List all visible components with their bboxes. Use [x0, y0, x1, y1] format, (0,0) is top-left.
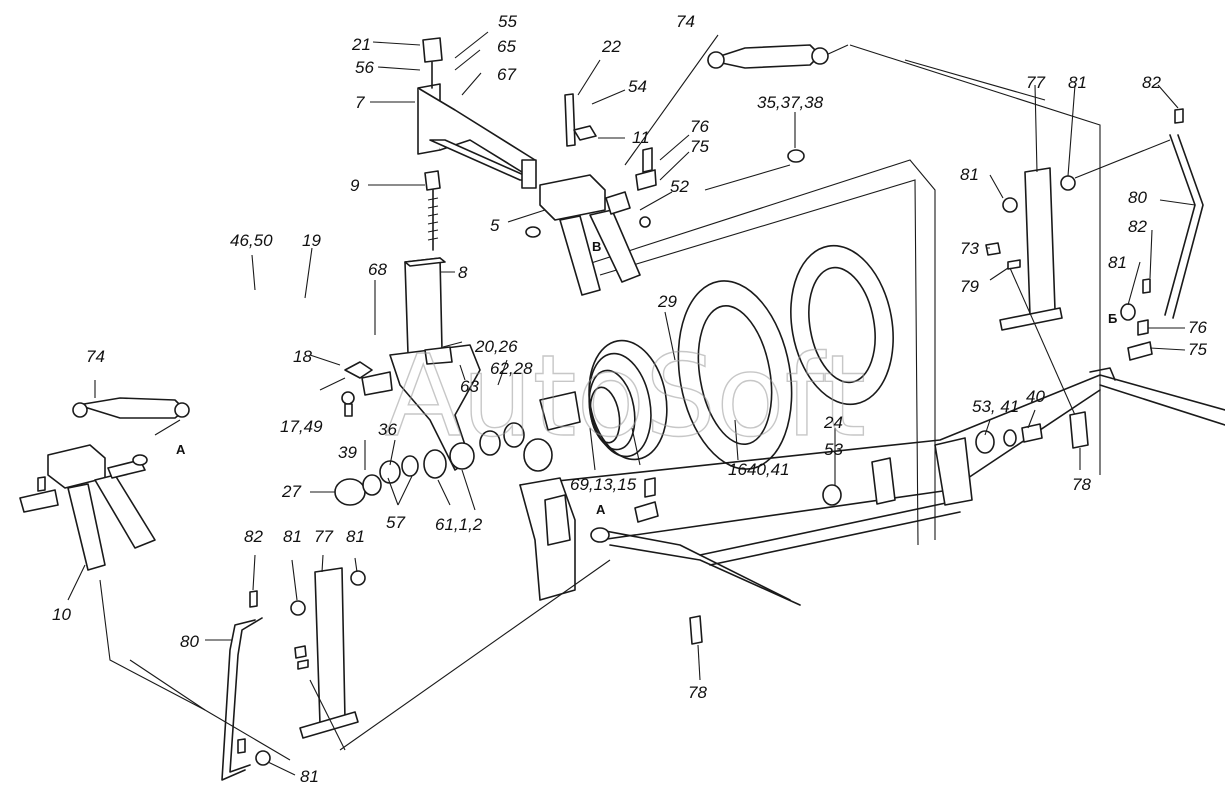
- label-8: 8: [458, 263, 468, 282]
- label-67: 67: [497, 65, 516, 84]
- label-29: 29: [657, 292, 677, 311]
- left-column: [99, 477, 703, 781]
- label-22: 22: [601, 37, 621, 56]
- label-53-41: 53, 41: [972, 397, 1019, 416]
- label-82-right-a: 82: [1142, 73, 1161, 92]
- label-53: 53: [824, 440, 843, 459]
- label-75-top: 75: [690, 137, 709, 156]
- label-46-50: 46,50: [230, 231, 273, 250]
- gear-rings: [588, 244, 894, 470]
- label-9: 9: [350, 176, 360, 195]
- right-column: [822, 108, 1204, 506]
- label-62-28: 62,28: [490, 359, 533, 378]
- label-79: 79: [960, 277, 979, 296]
- label-10: 10: [52, 605, 71, 624]
- dash-panel: [584, 44, 1101, 546]
- watermark: AutoSoft: [385, 332, 866, 462]
- label-39: 39: [338, 443, 357, 462]
- label-81-right-a: 81: [1068, 73, 1087, 92]
- label-19: 19: [302, 231, 321, 250]
- label-81-left-c: 81: [300, 767, 319, 786]
- label-81-right-c: 81: [1108, 253, 1127, 272]
- label-75-right: 75: [1188, 340, 1207, 359]
- label-81-right-b: 81: [960, 165, 979, 184]
- shaft-parts: [334, 361, 581, 506]
- label-73: 73: [960, 239, 979, 258]
- label-24: 24: [823, 413, 843, 432]
- label-55: 55: [498, 12, 517, 31]
- label-52: 52: [670, 177, 689, 196]
- leader-lines: [67, 31, 1196, 776]
- label-A-mid: A: [596, 502, 606, 517]
- lever-bracket: [525, 44, 829, 296]
- label-74-left: 74: [86, 347, 105, 366]
- label-17-49: 17,49: [280, 417, 323, 436]
- label-20-26: 20,26: [474, 337, 518, 356]
- chassis-frame: [519, 367, 1225, 606]
- label-81-left-b: 81: [346, 527, 365, 546]
- label-78-bottom: 78: [688, 683, 707, 702]
- label-40-41: 40,41: [747, 460, 790, 479]
- label-5: 5: [490, 216, 500, 235]
- label-21: 21: [351, 35, 371, 54]
- label-56: 56: [355, 58, 374, 77]
- label-65: 65: [497, 37, 516, 56]
- label-76-right: 76: [1188, 318, 1207, 337]
- label-B-right: Б: [1108, 311, 1117, 326]
- label-69-13-15: 69,13,15: [570, 475, 637, 494]
- label-11: 11: [632, 128, 650, 147]
- label-40: 40: [1026, 387, 1045, 406]
- label-54: 54: [628, 77, 647, 96]
- label-76-top: 76: [690, 117, 709, 136]
- label-80-left: 80: [180, 632, 199, 651]
- label-A-left: A: [176, 442, 186, 457]
- label-35-37-38: 35,37,38: [757, 93, 824, 112]
- label-78-right: 78: [1072, 475, 1091, 494]
- part-labels: 55 21 65 56 67 7 22 54 11 9 5 74 76 75 5…: [52, 12, 1207, 786]
- label-81-left-a: 81: [283, 527, 302, 546]
- label-61-1-2: 61,1,2: [435, 515, 483, 534]
- label-82-right-b: 82: [1128, 217, 1147, 236]
- label-63: 63: [460, 377, 479, 396]
- label-27: 27: [281, 482, 301, 501]
- label-68: 68: [368, 260, 387, 279]
- pedal-bracket-assembly: [361, 37, 537, 471]
- label-16: 16: [728, 460, 747, 479]
- label-7: 7: [355, 93, 365, 112]
- label-B-top: B: [592, 239, 601, 254]
- label-57: 57: [386, 513, 405, 532]
- label-18: 18: [293, 347, 312, 366]
- label-82-left: 82: [244, 527, 263, 546]
- label-80-right: 80: [1128, 188, 1147, 207]
- label-77-left: 77: [314, 527, 333, 546]
- left-pedal-assembly: [19, 397, 190, 571]
- label-36: 36: [378, 420, 397, 439]
- label-74-top: 74: [676, 12, 695, 31]
- label-77-right: 77: [1026, 73, 1045, 92]
